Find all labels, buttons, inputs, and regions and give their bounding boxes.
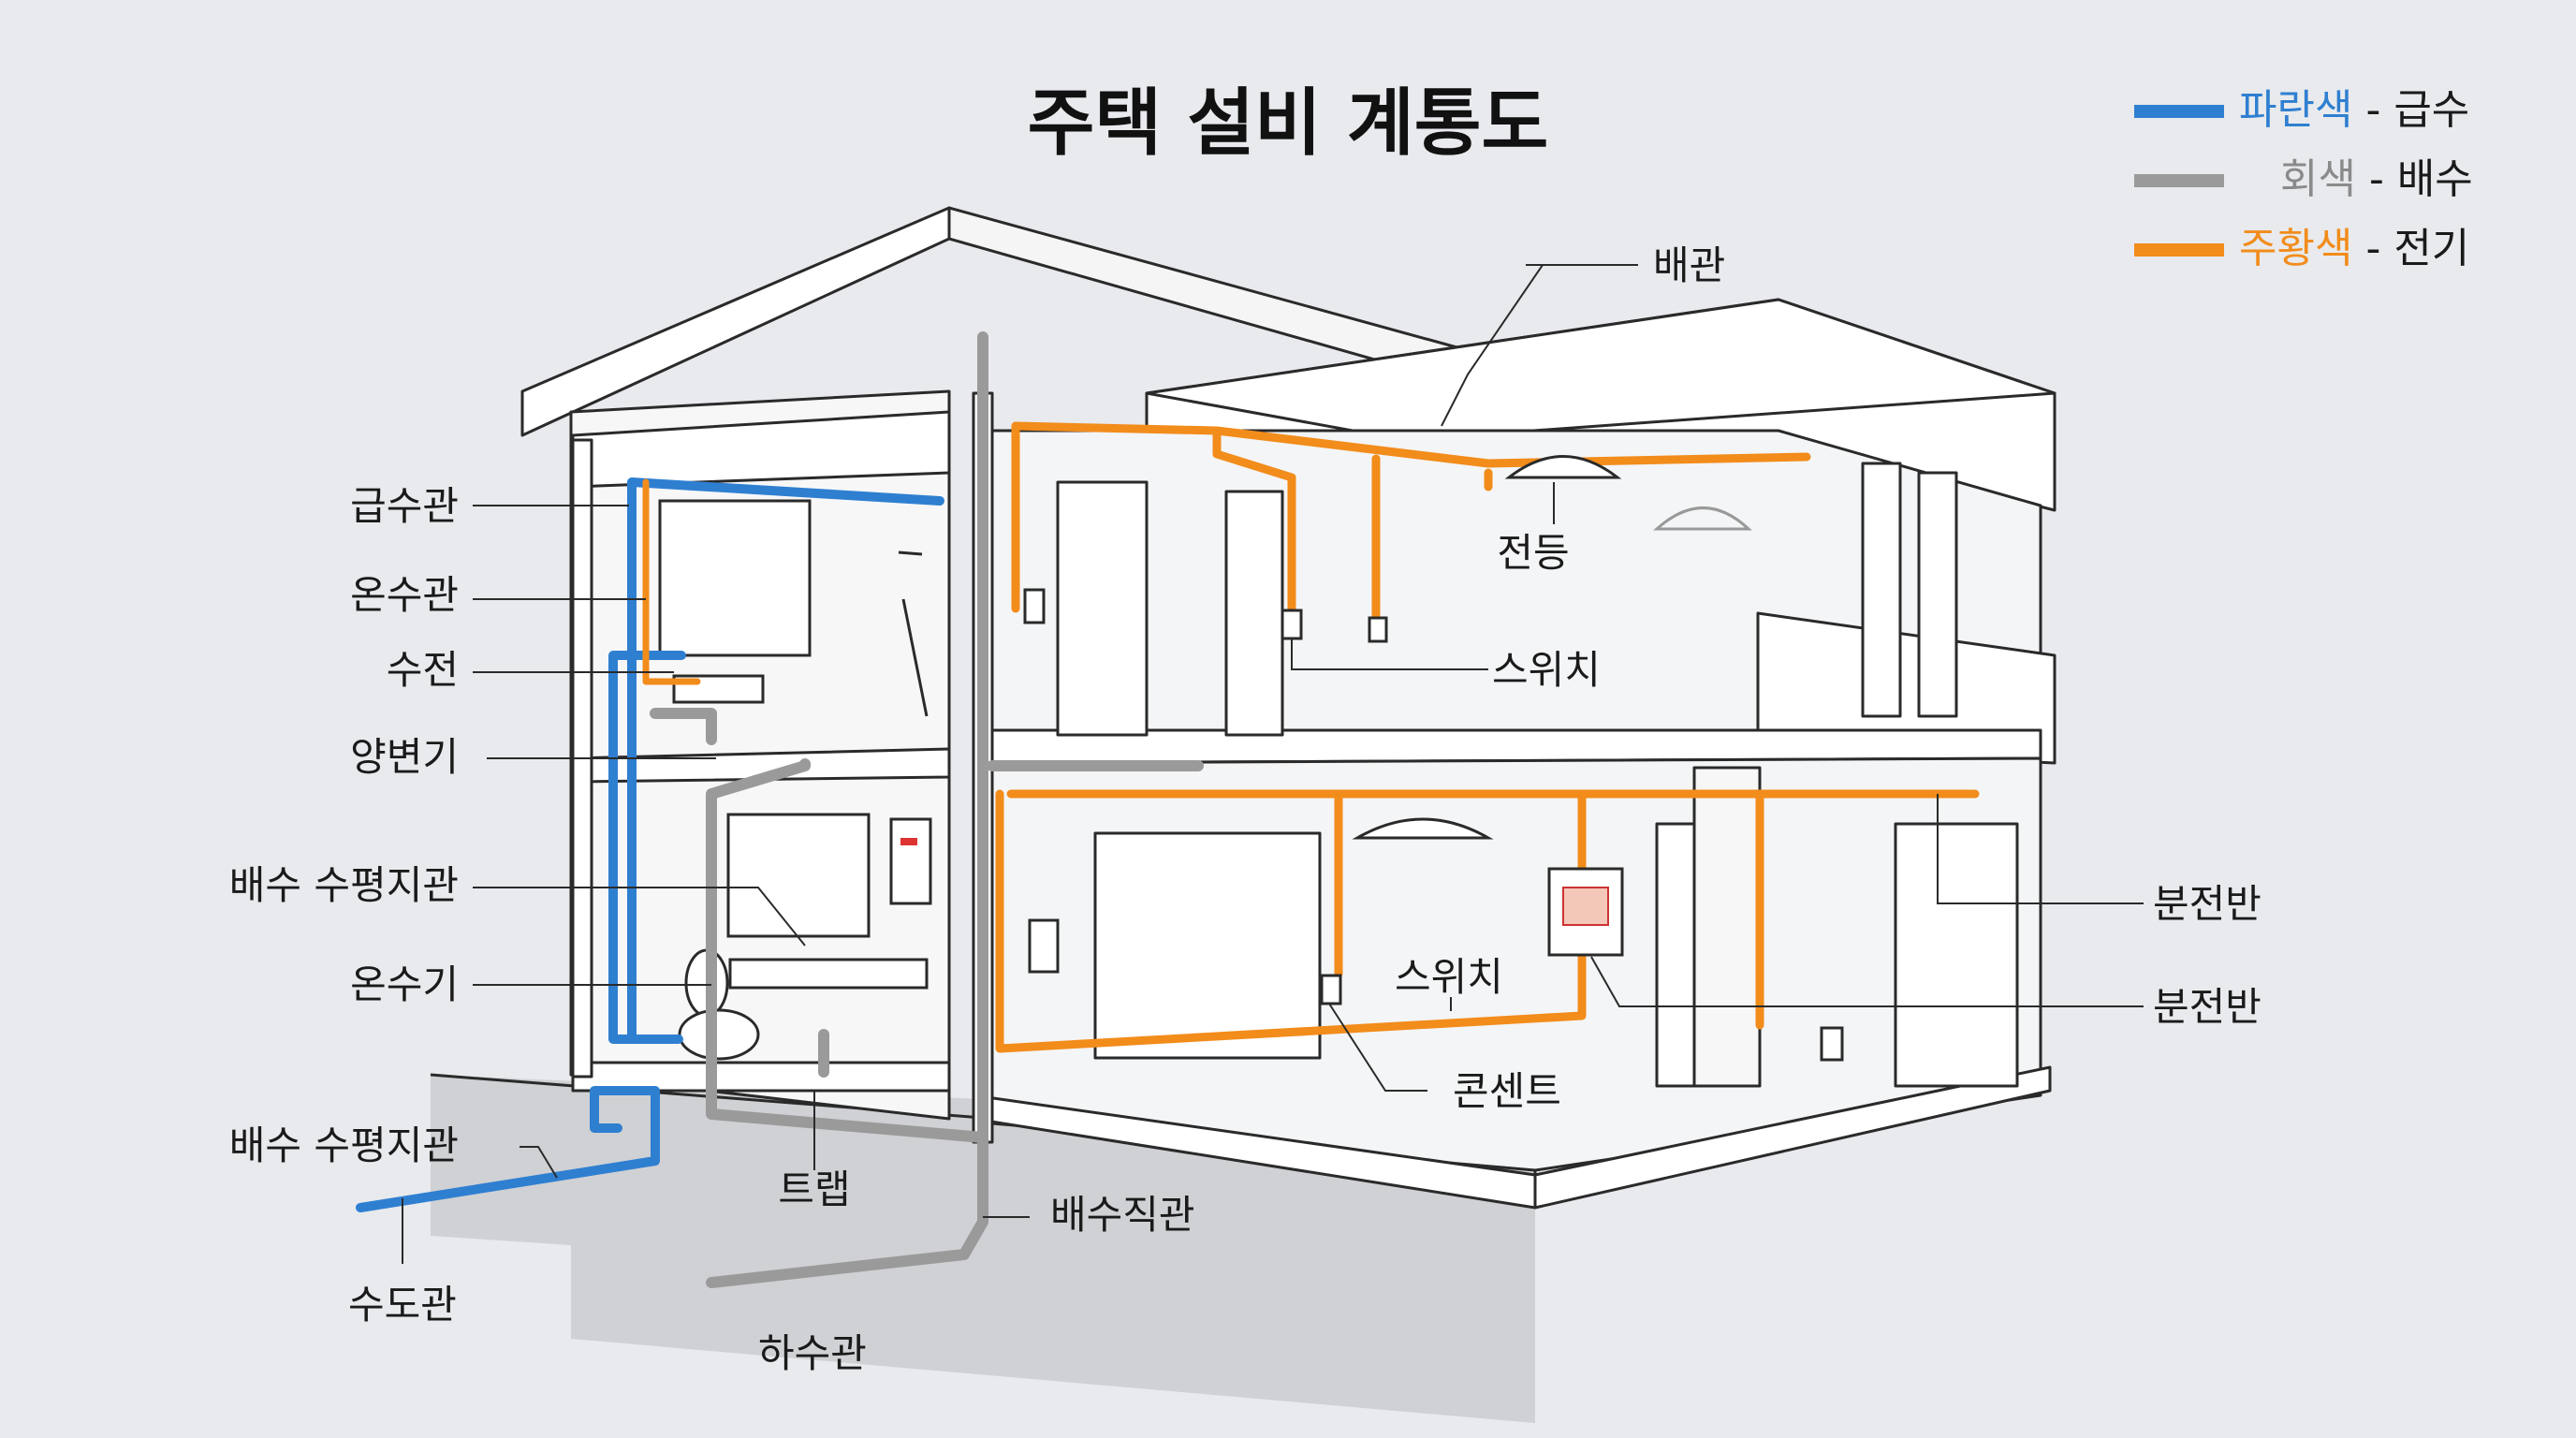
switch-box-4 [1028, 918, 1060, 974]
drain-lines [650, 331, 1204, 1288]
bathroom-mirror-upper [658, 499, 812, 657]
electric-devices [1023, 455, 1844, 1062]
label-panel-2: 분전반 [2153, 984, 2261, 1030]
legend-drain-colorname: 회색 [2280, 155, 2356, 203]
legend-swatch-electric [2134, 243, 2224, 257]
label-piping: 배관 [1653, 242, 1725, 288]
label-switch-lower: 스위치 [1395, 954, 1503, 1000]
svg-text:파란색 - 급수: 파란색 - 급수 [2239, 86, 2469, 134]
upper-sink [672, 674, 765, 704]
label-supply-pipe: 급수관 [350, 483, 459, 529]
label-water-main: 수도관 [348, 1282, 457, 1328]
switch-box-2 [1281, 609, 1303, 640]
toilet-bowl [678, 1008, 760, 1061]
label-toilet: 양변기 [350, 734, 459, 780]
legend-water-sep: - [2352, 86, 2393, 134]
legend-electric-desc: 전기 [2393, 225, 2469, 272]
legend: 파란색 - 급수 회색 - 배수 주황색 - 전기 [2134, 86, 2473, 272]
label-hot-water-pipe: 온수관 [350, 572, 459, 618]
label-drain-horizontal-1: 배수 수평지관 [229, 862, 459, 908]
svg-text:회색 - 배수: 회색 - 배수 [2280, 155, 2473, 203]
labels: 급수관 온수관 수전 양변기 배수 수평지관 온수기 배수 수평지관 수도관 하… [229, 242, 2261, 1376]
ceiling-light-2 [1352, 817, 1494, 840]
outlet-box-1 [1320, 974, 1342, 1005]
legend-electric-colorname: 주황색 [2239, 225, 2352, 272]
label-trap: 트랩 [778, 1167, 850, 1212]
bathroom-mirror-lower [726, 813, 871, 938]
label-outlet: 콘센트 [1453, 1068, 1561, 1114]
svg-text:주황색 - 전기: 주황색 - 전기 [2239, 225, 2469, 272]
legend-item-water: 파란색 - 급수 [2134, 86, 2469, 134]
label-panel-1: 분전반 [2153, 881, 2261, 927]
legend-swatch-drain [2134, 174, 2224, 187]
leader-lines [402, 264, 2144, 1264]
vanity-counter [728, 958, 929, 990]
switch-box-3 [1368, 616, 1388, 643]
diagram-title: 주택 설비 계통도 [1028, 81, 1549, 166]
label-drain-stack: 배수직관 [1050, 1192, 1195, 1238]
legend-swatch-water [2134, 105, 2224, 118]
label-switch-upper: 스위치 [1492, 647, 1601, 693]
legend-electric-sep: - [2352, 225, 2393, 272]
water-heater-unit [889, 817, 932, 905]
electric-lines [995, 421, 1980, 1053]
legend-drain-sep: - [2356, 155, 2397, 203]
label-water-heater: 온수기 [350, 961, 459, 1007]
ceiling-light-1 [1504, 455, 1622, 479]
outlet-box-2 [1820, 1026, 1844, 1062]
legend-item-drain: 회색 - 배수 [2134, 155, 2473, 203]
hot-water-line [642, 478, 701, 685]
legend-water-colorname: 파란색 [2239, 86, 2352, 134]
label-light: 전등 [1497, 530, 1569, 576]
house-structure [520, 206, 2056, 1210]
switch-box-1 [1023, 588, 1046, 624]
legend-item-electric: 주황색 - 전기 [2134, 225, 2469, 272]
label-sewer-pipe: 하수관 [758, 1330, 867, 1376]
legend-drain-desc: 배수 [2397, 155, 2473, 203]
legend-water-desc: 급수 [2393, 86, 2469, 134]
label-faucet: 수전 [387, 647, 459, 693]
label-drain-horizontal-2: 배수 수평지관 [229, 1123, 459, 1168]
bathroom-fixtures [658, 499, 932, 1061]
